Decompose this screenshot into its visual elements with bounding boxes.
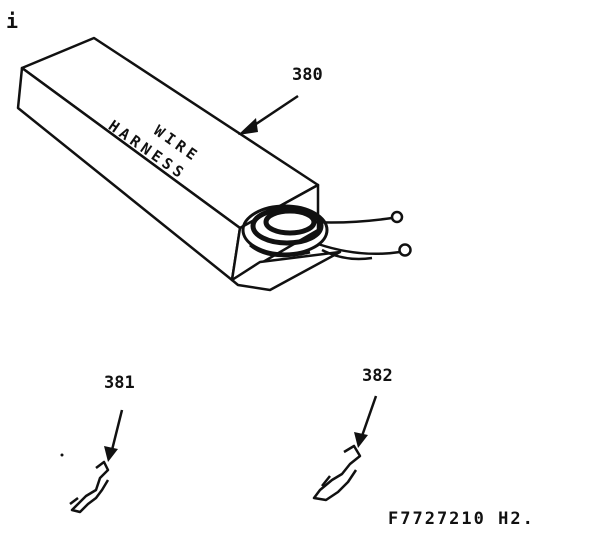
corner-mark: i [6, 9, 18, 33]
ring-terminal-upper [390, 210, 404, 224]
wire-leads [311, 210, 412, 261]
ring-terminal-lower [398, 243, 412, 257]
wire-lead-loop [321, 248, 373, 261]
callout-381-arrow [104, 409, 124, 462]
terminal-381-body [70, 460, 110, 514]
terminal-382-tab [321, 475, 331, 487]
box-flap [230, 250, 342, 292]
figure-code: F7727210 H2. [388, 509, 535, 529]
callout-380-arrow [238, 94, 299, 135]
wire-lead-upper [311, 216, 393, 224]
callout-382-arrow [354, 395, 378, 448]
speck [60, 453, 64, 457]
wire-coil [241, 204, 329, 258]
terminal-382-body [312, 444, 362, 502]
callout-380-label: 380 [292, 65, 323, 85]
terminal-381 [69, 460, 110, 514]
callout-381-label: 381 [104, 373, 135, 393]
coil-strand [249, 243, 311, 258]
wire-lead-lower [317, 242, 401, 256]
callout-382-label: 382 [362, 366, 393, 386]
terminal-382 [312, 444, 362, 502]
coil-outer [241, 204, 329, 256]
terminal-381-tip [69, 497, 79, 505]
